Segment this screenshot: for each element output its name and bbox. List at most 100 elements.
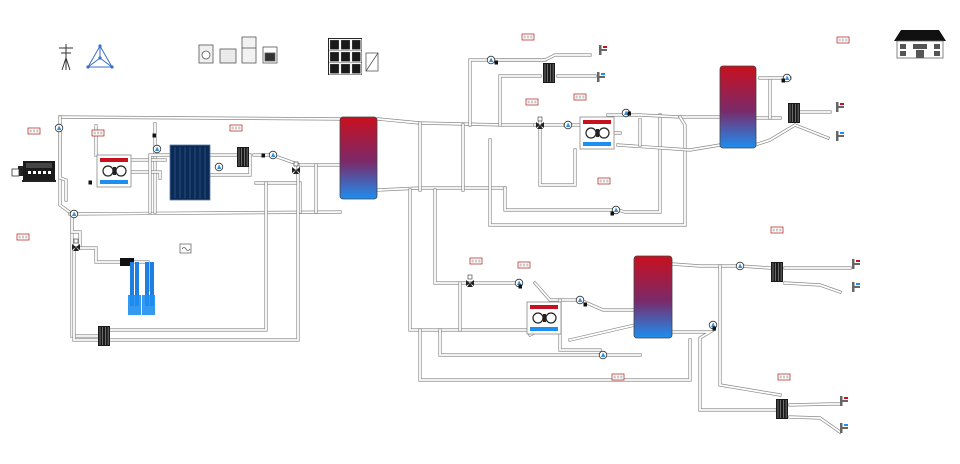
sensor-icon bbox=[88, 180, 92, 185]
chp-engine-icon bbox=[11, 161, 56, 182]
pipe-core bbox=[109, 182, 267, 331]
thermal-storage-tank-icon bbox=[719, 65, 757, 149]
pipe-core bbox=[59, 129, 67, 201]
pipe-core bbox=[59, 116, 341, 120]
pipe-core bbox=[71, 213, 81, 249]
circulation-pump-icon bbox=[486, 55, 496, 65]
pipe-core bbox=[495, 54, 591, 61]
tap-icon bbox=[852, 282, 860, 292]
ground-probe-icon bbox=[150, 262, 154, 306]
pipe-core bbox=[469, 59, 491, 126]
pipe-outline bbox=[718, 264, 782, 397]
pipe-core bbox=[789, 403, 841, 406]
pipe-core bbox=[69, 211, 341, 215]
tap-icon bbox=[597, 72, 605, 82]
pipe-outline bbox=[254, 181, 302, 214]
storage-tanks bbox=[339, 65, 757, 339]
temperature-sensors bbox=[88, 60, 785, 331]
sensor-icon bbox=[583, 302, 587, 307]
pipe-core bbox=[568, 323, 637, 342]
circulation-pump-icon bbox=[575, 295, 585, 305]
tap-icon bbox=[599, 45, 607, 55]
thermal-storage-tank-icon bbox=[633, 255, 673, 339]
three-way-valve-icon bbox=[466, 274, 474, 287]
ground-probe-icon bbox=[145, 262, 149, 306]
heat-pump-icon bbox=[96, 154, 132, 188]
heat-pump-icon bbox=[526, 301, 562, 335]
circulation-pump-icon bbox=[214, 162, 224, 172]
pipe-core bbox=[149, 154, 171, 213]
value-readout bbox=[521, 33, 535, 41]
value-readouts bbox=[16, 33, 850, 381]
inverter-icon bbox=[365, 52, 379, 72]
ground-probe-icon bbox=[135, 262, 139, 306]
plate-heat-exchanger-icon bbox=[98, 326, 110, 346]
pipe-core bbox=[499, 75, 541, 126]
plate-heat-exchanger-icon bbox=[543, 63, 555, 83]
pipe-core bbox=[419, 329, 691, 381]
value-readout bbox=[770, 226, 784, 234]
heat-pump-icon bbox=[579, 116, 615, 150]
three-way-valve-icon bbox=[536, 116, 544, 129]
pipe-core bbox=[504, 114, 661, 213]
circulation-pump-icon bbox=[735, 261, 745, 271]
pipe-core bbox=[75, 247, 126, 263]
pipe-core bbox=[784, 282, 842, 294]
value-readout bbox=[27, 127, 41, 135]
pv-panel-icon bbox=[328, 38, 362, 75]
value-readout bbox=[611, 373, 625, 381]
pipe-core bbox=[753, 124, 830, 147]
solar-thermal-collector bbox=[169, 144, 211, 201]
plate-heat-exchanger-icon bbox=[771, 262, 783, 282]
circulation-pump-icon bbox=[152, 144, 162, 154]
pipe-network bbox=[58, 53, 852, 435]
pipe-outline bbox=[74, 246, 127, 264]
power-grid-pylon-icon bbox=[59, 44, 73, 71]
circulation-pump-icon bbox=[782, 73, 792, 83]
house-icon bbox=[894, 30, 946, 59]
pipe-core bbox=[129, 171, 161, 179]
value-readout bbox=[16, 233, 30, 241]
heat-exchangers bbox=[98, 63, 800, 419]
value-readout bbox=[836, 36, 850, 44]
tap-icon bbox=[836, 102, 844, 112]
sensor-icon bbox=[261, 153, 265, 158]
circulation-pump-icon bbox=[563, 120, 573, 130]
ground-probe-icon bbox=[128, 295, 141, 315]
circulation-pumps bbox=[54, 55, 792, 360]
probe-manifold-icon bbox=[120, 258, 134, 266]
tap-icon bbox=[840, 396, 848, 406]
tap-icon bbox=[836, 131, 844, 141]
ground-probe-icon bbox=[142, 295, 155, 315]
plate-heat-exchanger-icon bbox=[776, 399, 788, 419]
pipe-outline bbox=[433, 188, 522, 285]
pipe-outline bbox=[788, 415, 843, 435]
three-way-valves bbox=[72, 116, 544, 287]
household-appliances-icon bbox=[198, 36, 278, 64]
sensor-icon bbox=[712, 326, 716, 331]
pipe-outline bbox=[538, 118, 577, 187]
motor-symbol-icon bbox=[179, 243, 192, 254]
circulation-pump-icon bbox=[598, 350, 608, 360]
pipe-core bbox=[109, 164, 299, 341]
sensor-icon bbox=[610, 211, 614, 216]
sensor-icon bbox=[518, 284, 522, 289]
value-readout bbox=[597, 177, 611, 185]
pipe-core bbox=[489, 115, 686, 226]
value-readout bbox=[525, 98, 539, 106]
value-readout bbox=[469, 257, 483, 265]
value-readout bbox=[777, 373, 791, 381]
pipe-core bbox=[539, 119, 576, 186]
pipe-core bbox=[719, 265, 782, 397]
pipe-core bbox=[434, 189, 521, 284]
tap-icon bbox=[852, 259, 860, 269]
pipe-core bbox=[73, 247, 99, 341]
circulation-pump-icon bbox=[54, 123, 64, 133]
plate-heat-exchanger-icon bbox=[237, 147, 249, 167]
value-readout bbox=[91, 129, 105, 137]
ground-probe-icon bbox=[130, 262, 134, 306]
heat-pumps bbox=[96, 116, 615, 335]
sensor-icon bbox=[781, 78, 785, 83]
pipe-core bbox=[617, 143, 722, 151]
thermal-storage-tank-icon bbox=[339, 116, 378, 200]
